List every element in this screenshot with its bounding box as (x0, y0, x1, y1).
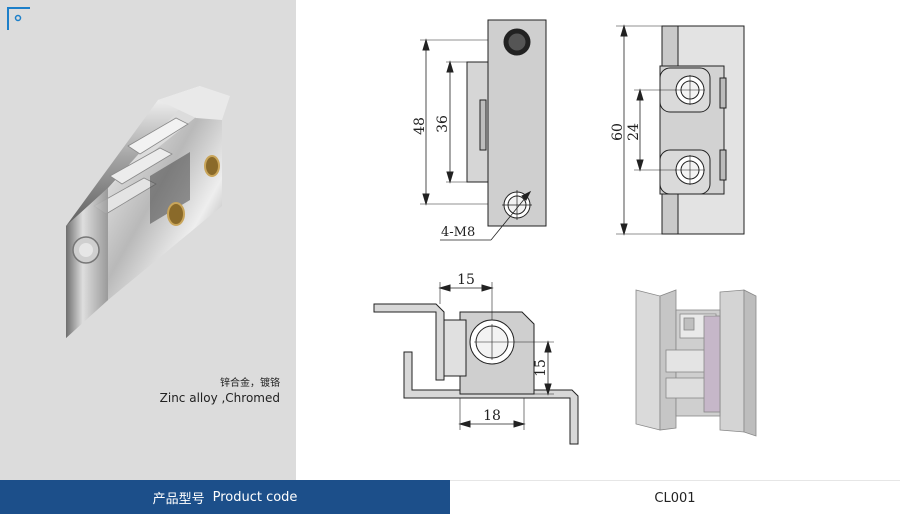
hinge-photo (66, 86, 230, 338)
front-dim-hole-spacing: 36 (435, 115, 451, 133)
product-photo-panel: 锌合金，镀铬 Zinc alloy ,Chromed (0, 0, 296, 480)
front-hole-note: 4-M8 (441, 225, 475, 240)
section-dim-bottom: 18 (483, 408, 501, 424)
section-dim-right: 15 (533, 359, 549, 377)
installed-3d-view (635, 289, 757, 437)
product-code-label-en: Product code (212, 489, 298, 505)
technical-drawings: 48 36 4-M8 60 24 (373, 19, 757, 445)
product-code-label: 产品型号 Product code (0, 480, 450, 514)
material-en: Zinc alloy ,Chromed (159, 391, 280, 405)
side-dim-hole-spacing: 24 (626, 123, 642, 141)
front-view (420, 19, 547, 241)
product-code-bar: 产品型号 Product code CL001 (0, 480, 900, 515)
section-dim-top: 15 (457, 272, 475, 288)
product-code-label-cn: 产品型号 (152, 491, 205, 507)
front-dim-height: 48 (412, 117, 428, 135)
product-code-value: CL001 (450, 480, 900, 515)
side-view (616, 24, 745, 236)
material-cn: 锌合金，镀铬 (220, 378, 280, 389)
corner-logo-icon (7, 7, 30, 30)
section-view (373, 282, 579, 445)
material-caption: 锌合金，镀铬 Zinc alloy ,Chromed (160, 376, 280, 406)
side-dim-height: 60 (610, 123, 626, 141)
